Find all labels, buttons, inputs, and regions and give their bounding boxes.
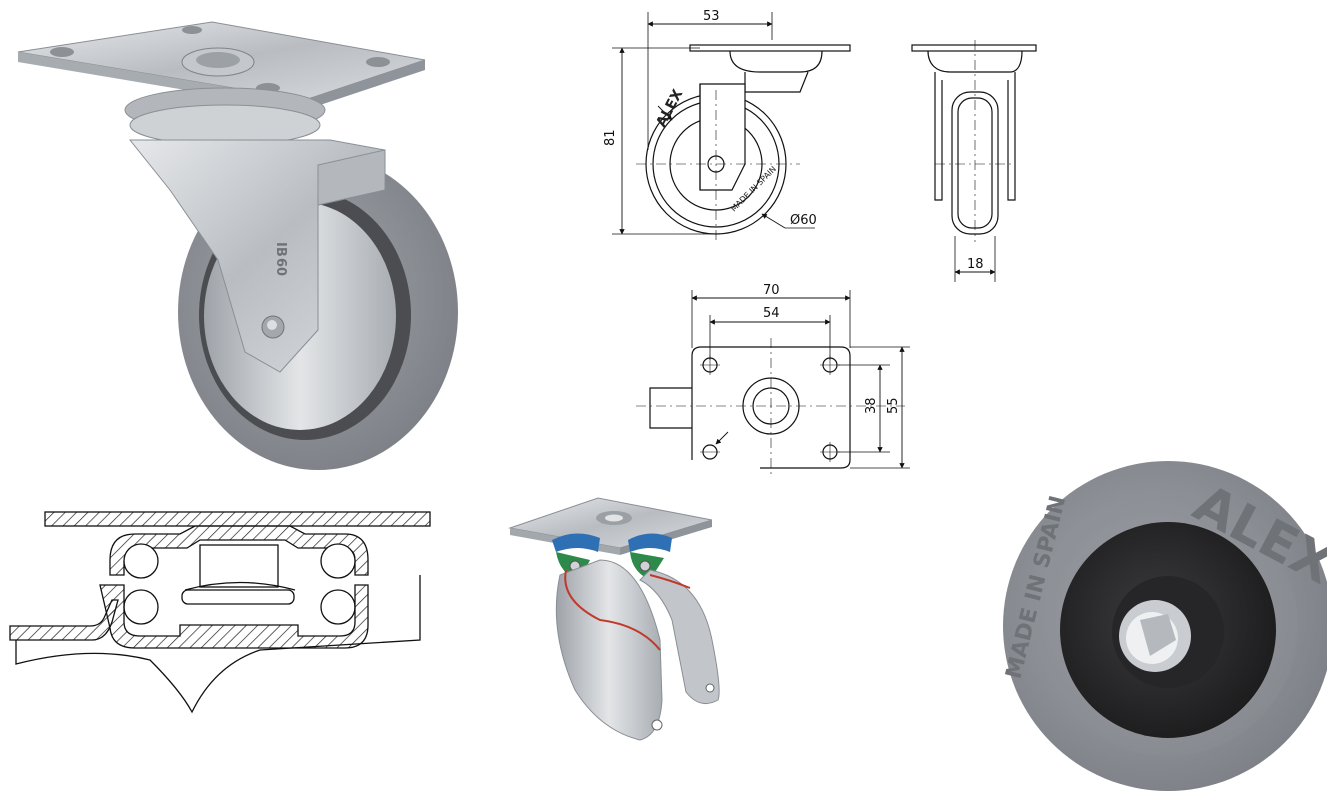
wheel-photo: ALEX MADE IN SPAIN — [1002, 461, 1327, 791]
dim-hole-spacing-width: 38 — [864, 397, 879, 414]
plate-top-view-drawing — [636, 290, 910, 475]
dim-height: 81 — [603, 129, 618, 146]
front-view-drawing — [911, 40, 1037, 282]
dim-plate-width: 55 — [886, 397, 901, 414]
wheel-brand-drawing: ALEX — [653, 87, 686, 130]
fork-stamp: IB 60 — [273, 242, 288, 276]
fork-stamp-line1: IB — [273, 242, 288, 257]
dim-swivel-offset: 53 — [703, 9, 720, 24]
dim-hole-spacing-length: 54 — [763, 306, 780, 321]
bearing-section-drawing — [9, 511, 431, 714]
cutaway-fork-photo — [508, 497, 720, 741]
dim-plate-length: 70 — [763, 283, 780, 298]
dim-wheel-diameter: Ø60 — [790, 213, 817, 228]
fork-stamp-line2: 60 — [273, 258, 288, 276]
caster-photo: IB 60 — [17, 21, 458, 470]
side-view-drawing — [612, 12, 851, 240]
dim-wheel-width: 18 — [967, 257, 984, 272]
